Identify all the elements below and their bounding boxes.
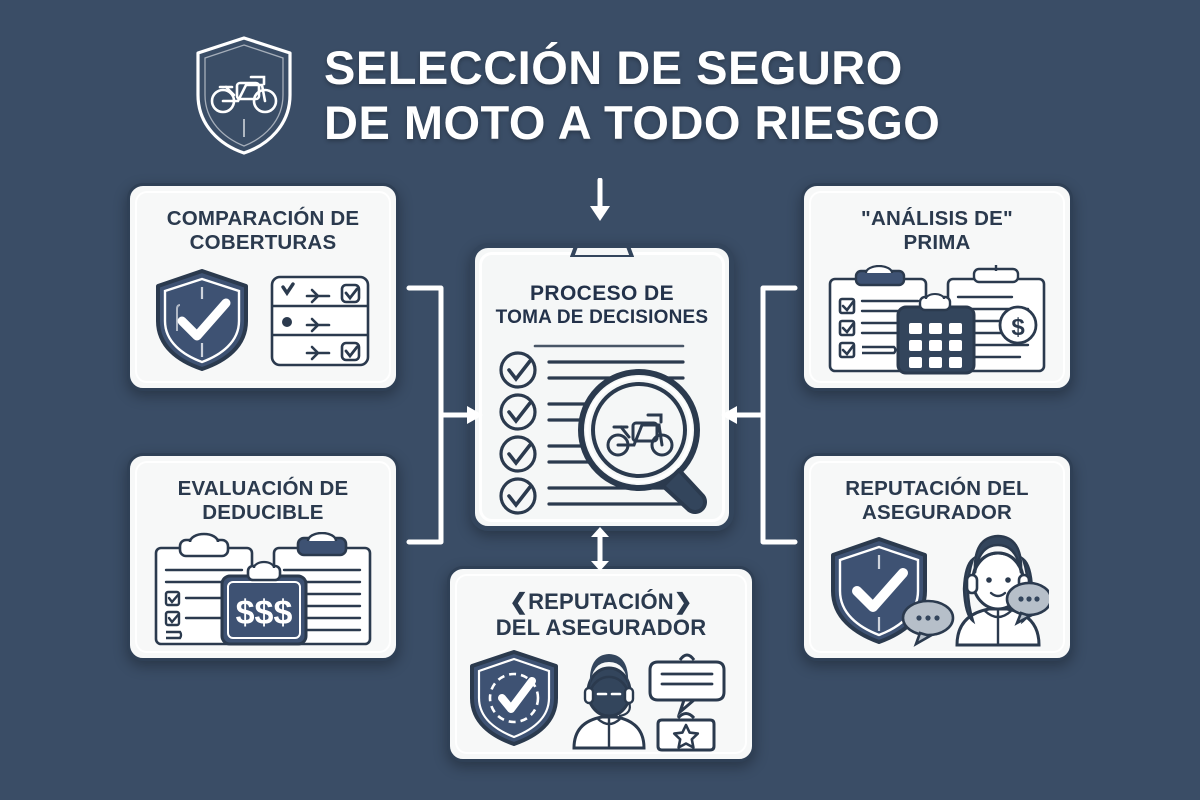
card-title-line-1: REPUTACIÓN DEL (845, 477, 1029, 500)
card-art: $ (804, 255, 1070, 388)
card-title-line-1: ❮REPUTACIÓN❯ (509, 589, 693, 614)
card-art (475, 329, 729, 526)
card-comparacion-de-coberturas[interactable]: COMPARACIÓN DE COBERTURAS (127, 183, 399, 391)
clipboards-dollar-icon: $$$ (154, 532, 372, 646)
card-title-line-2: DEDUCIBLE (202, 500, 324, 524)
card-title-line-1: COMPARACIÓN DE (166, 207, 360, 230)
center-title-line-2: TOMA DE DECISIONES (495, 306, 709, 328)
page-title: SELECCIÓN DE SEGURO DE MOTO A TODO RIESG… (324, 40, 941, 149)
card-art (450, 640, 752, 759)
connector-left-bracket (406, 285, 483, 545)
clipboard-calculator-dollar-icon: $ (828, 265, 1046, 375)
center-title-line-1: PROCESO DE (529, 282, 674, 305)
connector-bottom-double-arrow (591, 527, 609, 571)
title-line-2: DE MOTO A TODO RIESGO (324, 95, 941, 149)
card-title: REPUTACIÓN DEL ASEGURADOR (835, 456, 1039, 525)
card-title-line-2: PRIMA (903, 230, 971, 254)
shield-check-comparison-table-icon (156, 269, 370, 372)
card-title-line-2: DEL ASEGURADOR (495, 614, 707, 640)
card-title: ❮REPUTACIÓN❯ DEL ASEGURADOR (486, 569, 717, 640)
header: SELECCIÓN DE SEGURO DE MOTO A TODO RIESG… (190, 28, 1020, 163)
title-line-1: SELECCIÓN DE SEGURO (324, 40, 903, 94)
card-title: COMPARACIÓN DE COBERTURAS (157, 186, 370, 255)
card-art: $$$ (130, 525, 396, 658)
card-title-line-1: "ANÁLISIS DE" (861, 207, 1013, 230)
card-reputacion-del-asegurador-right[interactable]: REPUTACIÓN DEL ASEGURADOR (801, 453, 1073, 661)
card-title-line-2: ASEGURADOR (861, 500, 1013, 524)
card-art (804, 525, 1070, 658)
connector-top-arrow (590, 178, 610, 221)
shield-motorcycle-icon (196, 36, 292, 155)
shield-check-agent-review-star-icon (470, 649, 726, 752)
card-art (130, 255, 396, 388)
clipboard-clip-icon (570, 248, 634, 257)
card-title: "ANÁLISIS DE" PRIMA (851, 186, 1023, 255)
card-title-line-1: EVALUACIÓN DE (177, 477, 349, 500)
card-proceso-de-toma-de-decisiones[interactable]: PROCESO DE TOMA DE DECISIONES (470, 243, 734, 531)
card-analisis-de-prima[interactable]: "ANÁLISIS DE" PRIMA (801, 183, 1073, 391)
card-title: EVALUACIÓN DE DEDUCIBLE (168, 456, 359, 525)
card-title: PROCESO DE TOMA DE DECISIONES (486, 248, 719, 329)
connector-right-bracket (721, 285, 798, 545)
svg-text:$: $ (1011, 314, 1025, 341)
card-title-line-2: COBERTURAS (189, 230, 337, 254)
card-reputacion-del-asegurador-bottom[interactable]: ❮REPUTACIÓN❯ DEL ASEGURADOR (447, 566, 755, 762)
shield-check-support-agent-icon (831, 535, 1049, 648)
dollar-label: $$$ (236, 594, 293, 632)
card-evaluacion-de-deducible[interactable]: EVALUACIÓN DE DEDUCIBLE (127, 453, 399, 661)
clipboard-checklist-magnifier-motorcycle-icon (499, 345, 707, 515)
